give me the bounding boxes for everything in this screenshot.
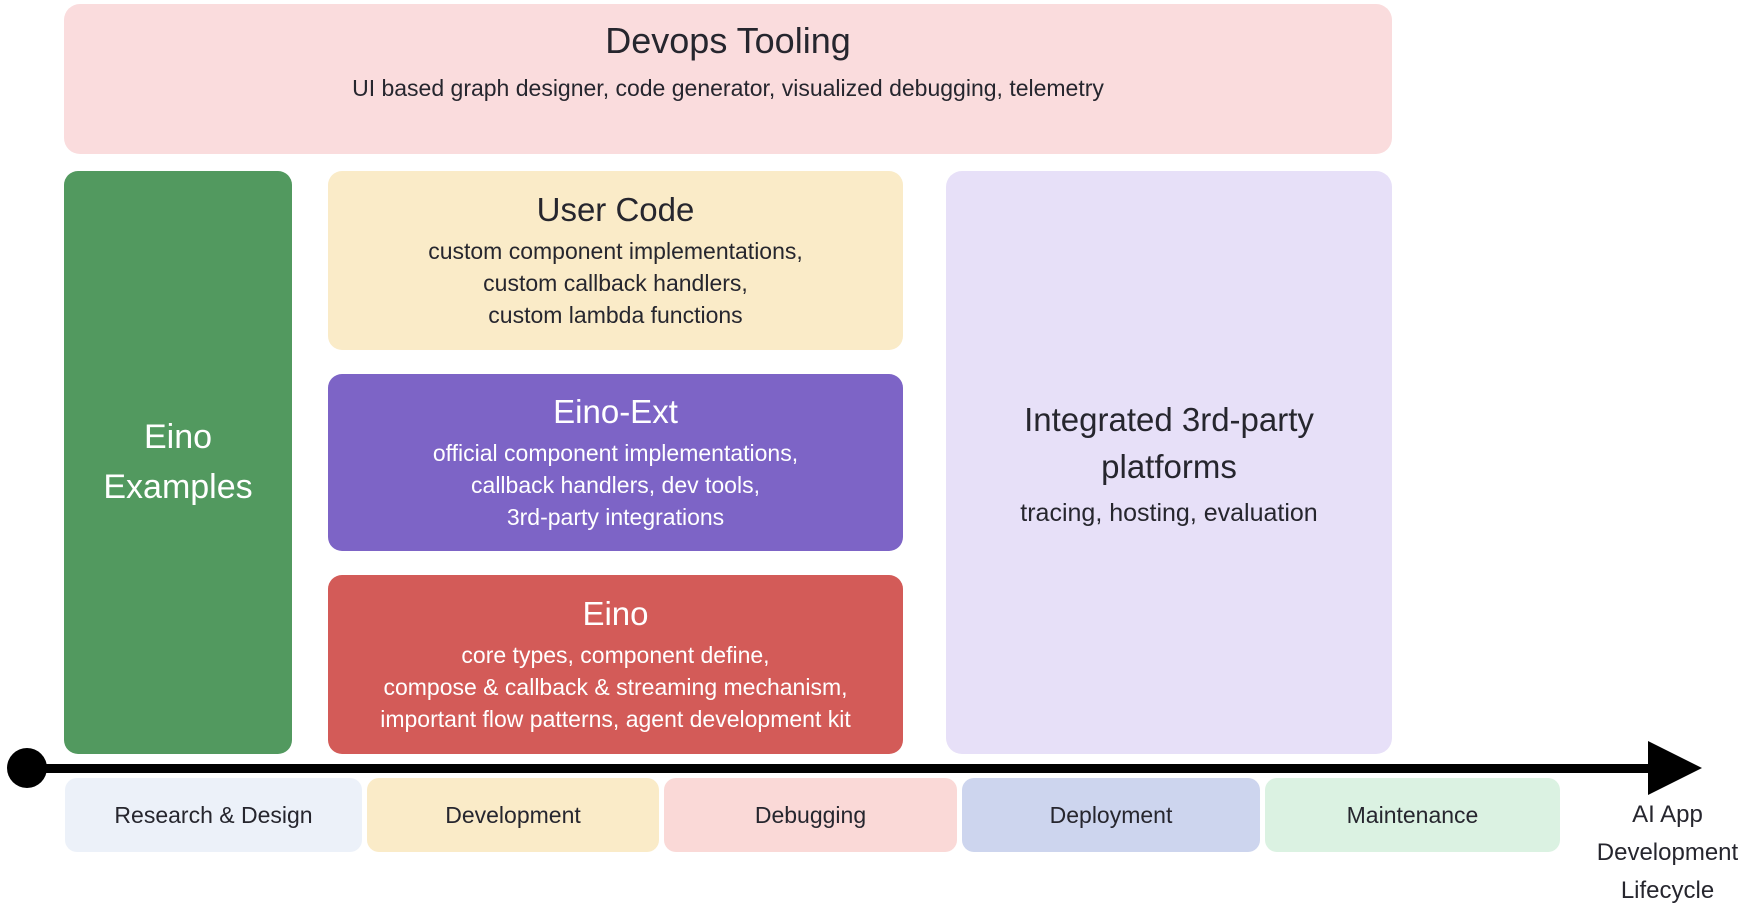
eino-examples-title-line2: Examples [103,467,253,506]
eino-ext-line: callback handlers, dev tools, [471,472,760,499]
stage-label: Maintenance [1346,801,1479,828]
eino-ext-description: official component implementations, call… [433,438,798,533]
lifecycle-axis-label: AI App Development Lifecycle [1565,796,1760,910]
stage-label: Research & Design [114,801,313,828]
eino-core-line: important flow patterns, agent developme… [380,705,851,732]
eino-core-line: compose & callback & streaming mechanism… [383,674,848,701]
devops-tooling-title: Devops Tooling [605,20,851,61]
third-party-title-line1: Integrated 3rd-party [1024,401,1314,439]
lifecycle-axis-label-line1: AI App [1632,801,1703,828]
eino-core-title: Eino [582,595,649,633]
lifecycle-axis-label-line3: Lifecycle [1620,877,1715,904]
stage-label: Deployment [1049,801,1173,828]
third-party-title: Integrated 3rd-party platforms [1024,397,1314,491]
timeline-axis-line [27,764,1650,773]
stage-label: Debugging [754,801,867,828]
eino-ext-title: Eino-Ext [553,393,678,431]
stage-deployment: Deployment [962,778,1260,852]
stage-development: Development [367,778,659,852]
user-code-box: User Code custom component implementatio… [328,171,903,350]
user-code-title: User Code [536,191,695,229]
third-party-subtitle: tracing, hosting, evaluation [1020,498,1318,527]
eino-ext-line: official component implementations, [432,440,799,467]
stage-maintenance: Maintenance [1265,778,1560,852]
user-code-line: custom callback handlers, [483,270,748,297]
third-party-platforms-box: Integrated 3rd-party platforms tracing, … [946,171,1392,754]
eino-examples-box: Eino Examples [64,171,292,754]
stage-research-design: Research & Design [65,778,362,852]
eino-core-line: core types, component define, [461,642,770,669]
stage-label: Development [445,801,581,828]
lifecycle-axis-label-line2: Development [1596,839,1739,866]
eino-examples-title-line1: Eino [143,418,213,457]
timeline-arrowhead-icon [1648,741,1702,795]
stage-debugging: Debugging [664,778,957,852]
eino-core-description: core types, component define, compose & … [380,640,850,735]
devops-tooling-subtitle: UI based graph designer, code generator,… [352,74,1104,101]
user-code-line: custom component implementations, [428,238,803,265]
user-code-line: custom lambda functions [488,301,743,328]
eino-core-box: Eino core types, component define, compo… [328,575,903,754]
user-code-description: custom component implementations, custom… [428,236,803,331]
third-party-title-line2: platforms [1101,448,1237,485]
eino-ext-box: Eino-Ext official component implementati… [328,374,903,551]
devops-tooling-box: Devops Tooling UI based graph designer, … [64,4,1392,154]
eino-ext-line: 3rd-party integrations [506,503,725,530]
